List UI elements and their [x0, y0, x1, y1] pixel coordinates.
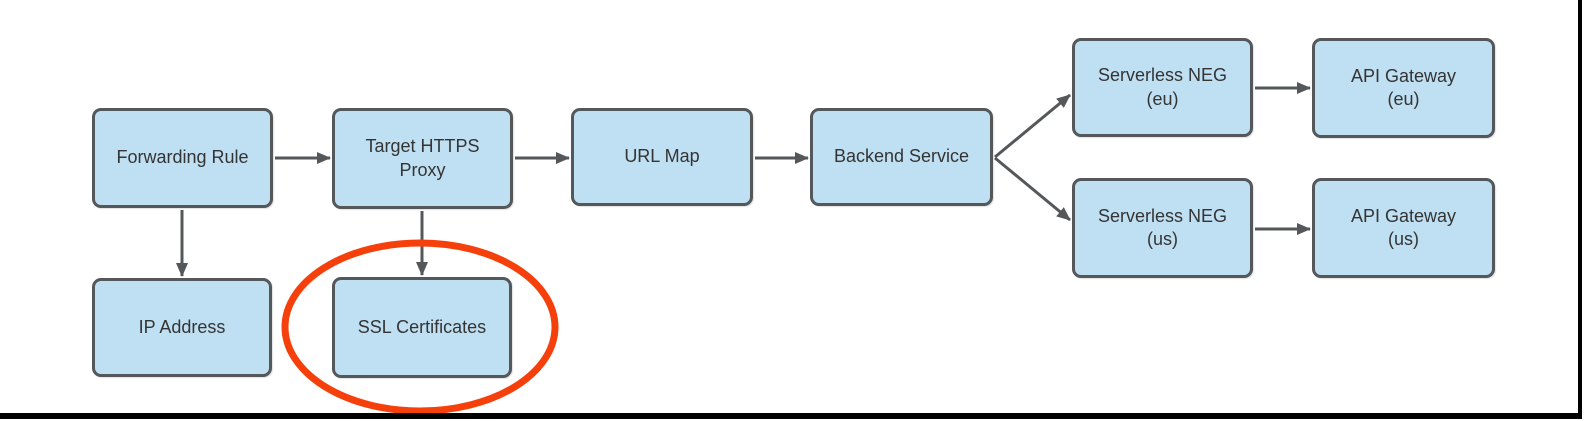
- node-sublabel: (us): [1388, 229, 1419, 249]
- node-label: Serverless NEG: [1097, 205, 1228, 226]
- node-label: Serverless NEG: [1097, 65, 1228, 86]
- node-backend-service: Backend Service: [810, 108, 993, 206]
- node-target-https-proxy: Target HTTPS Proxy: [332, 108, 513, 209]
- node-sublabel: (eu): [1387, 89, 1420, 109]
- node-url-map: URL Map: [571, 108, 753, 206]
- node-label: Backend Service: [833, 146, 970, 167]
- edge-backend-service-to-serverless-neg-us: [994, 156, 1071, 222]
- node-label: Forwarding Rule: [116, 147, 249, 168]
- node-label: API Gateway: [1350, 65, 1457, 86]
- node-sublabel: (us): [1147, 229, 1178, 249]
- node-label: Target HTTPS Proxy: [365, 136, 480, 180]
- node-ssl-certificates: SSL Certificates: [332, 277, 512, 378]
- edge-backend-service-to-serverless-neg-eu: [994, 93, 1071, 159]
- node-api-gateway-eu: API Gateway (eu): [1312, 38, 1495, 138]
- window-border-bottom: [0, 413, 1582, 419]
- node-forwarding-rule: Forwarding Rule: [92, 108, 273, 208]
- node-sublabel: (eu): [1146, 88, 1179, 109]
- node-label: API Gateway: [1350, 205, 1457, 226]
- node-label: SSL Certificates: [357, 316, 487, 337]
- node-label: IP Address: [138, 316, 226, 337]
- node-api-gateway-us: API Gateway (us): [1312, 178, 1495, 278]
- node-label: URL Map: [624, 146, 700, 167]
- node-ip-address: IP Address: [92, 278, 272, 377]
- window-border-right: [1578, 0, 1582, 419]
- node-serverless-neg-us: Serverless NEG (us): [1072, 178, 1253, 278]
- node-serverless-neg-eu: Serverless NEG (eu): [1072, 38, 1253, 137]
